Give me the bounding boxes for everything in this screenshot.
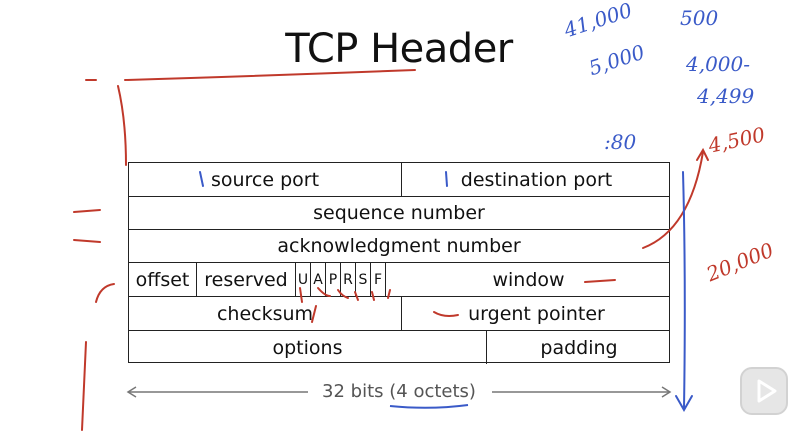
red-ink <box>73 69 709 431</box>
page-title: TCP Header <box>285 26 513 72</box>
width-arrows <box>126 386 672 398</box>
flag-ack: A <box>310 263 325 296</box>
handwritten-4000: 4,000- <box>686 52 751 76</box>
sequence-number-field: sequence number <box>313 202 485 224</box>
row-ports: source port destination port <box>129 163 669 197</box>
destination-port-field: destination port <box>401 163 671 196</box>
row-options: options padding <box>129 331 669 364</box>
row-sequence: sequence number <box>129 197 669 230</box>
flag-psh: P <box>325 263 340 296</box>
handwritten-4499: 4,499 <box>697 84 755 108</box>
window-field: window <box>385 263 671 296</box>
play-button[interactable] <box>740 367 788 415</box>
flag-syn: S <box>355 263 370 296</box>
reserved-field: reserved <box>196 263 295 296</box>
row-checksum: checksum urgent pointer <box>129 297 669 331</box>
row-ack: acknowledgment number <box>129 230 669 263</box>
urgent-pointer-field: urgent pointer <box>401 297 671 330</box>
flag-urg: U <box>295 263 310 296</box>
flag-fin: F <box>370 263 385 296</box>
source-port-field: source port <box>210 168 320 191</box>
blue-ink <box>199 171 693 413</box>
checksum-field: checksum <box>216 302 314 325</box>
flag-rst: R <box>340 263 355 296</box>
width-label: 32 bits (4 octets) <box>322 381 476 402</box>
row-control: offset reserved U A P R S F window <box>129 263 669 297</box>
tcp-header-table: source port destination port sequence nu… <box>128 162 670 364</box>
acknowledgment-number-field: acknowledgment number <box>277 235 521 257</box>
width-indicator: 32 bits (4 octets) <box>128 381 670 403</box>
handwritten-port-80: :80 <box>604 130 637 154</box>
options-field: options <box>272 336 343 359</box>
handwritten-500: 500 <box>680 6 719 30</box>
padding-field: padding <box>486 331 671 364</box>
play-icon <box>757 379 777 403</box>
underline-mark <box>389 404 469 409</box>
offset-field: offset <box>135 268 190 291</box>
